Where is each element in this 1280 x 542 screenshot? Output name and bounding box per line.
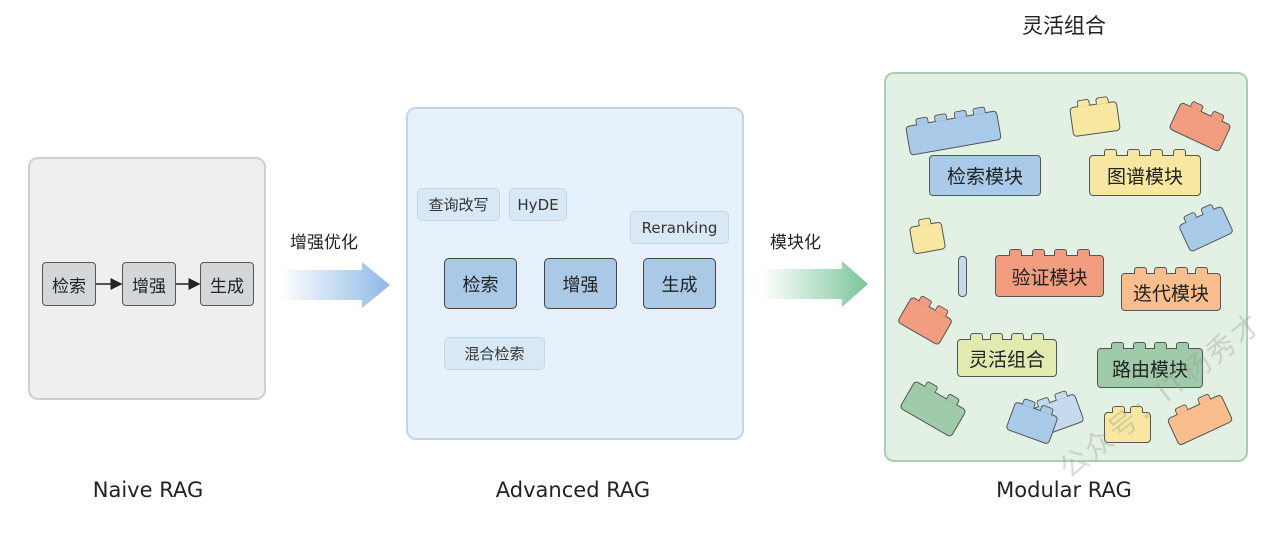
brick-studs — [1105, 406, 1150, 413]
brick-stud — [1110, 342, 1124, 349]
brick-stud — [1054, 249, 1068, 256]
adv-step-augment: 增强 — [544, 258, 617, 309]
naive-step-retrieve: 检索 — [42, 262, 96, 306]
brick-stud — [1031, 333, 1045, 340]
brick-stud — [952, 109, 967, 119]
brick-stud — [1133, 267, 1147, 274]
module-label: 检索模块 — [946, 166, 1023, 188]
naive-step-augment: 增强 — [122, 262, 176, 306]
brick-stud — [1132, 342, 1146, 349]
brick-stud — [1031, 249, 1045, 256]
brick-stud — [915, 116, 930, 126]
brick-stud — [1111, 406, 1125, 413]
brick-stud — [1076, 98, 1090, 108]
naive-step-generate: 生成 — [200, 262, 254, 306]
tag-hyde: HyDE — [509, 188, 567, 221]
module-label: 验证模块 — [1011, 266, 1088, 289]
brick-studs — [1098, 342, 1202, 349]
module-label: 图谱模块 — [1106, 166, 1183, 188]
adv-step-generate: 生成 — [643, 258, 716, 309]
brick-stud — [1176, 342, 1190, 349]
brick-stud — [1009, 249, 1023, 256]
brick-stud — [1010, 333, 1024, 340]
decor-brick-vertical — [958, 256, 967, 297]
tag-hybrid-search: 混合检索 — [444, 337, 545, 370]
module-verification: 验证模块 — [995, 249, 1104, 297]
module-flexible-combo: 灵活组合 — [957, 333, 1057, 377]
brick-studs — [1090, 149, 1200, 156]
enhance-arrow — [280, 262, 390, 308]
decor-brick-yellow-bottom — [1104, 406, 1151, 443]
brick-stud — [1154, 267, 1168, 274]
brick-stud — [1103, 149, 1117, 156]
tag-reranking: Reranking — [630, 211, 729, 244]
brick-stud — [917, 217, 932, 227]
adv-step-retrieve: 检索 — [444, 258, 517, 309]
brick-stud — [990, 333, 1004, 340]
modular-caption: Modular RAG — [996, 478, 1132, 502]
module-label: 迭代模块 — [1132, 282, 1209, 305]
module-retrieval: 检索模块 — [929, 155, 1041, 196]
brick-studs — [958, 333, 1056, 340]
module-label: 路由模块 — [1111, 358, 1188, 381]
tag-query-rewrite: 查询改写 — [417, 188, 500, 221]
brick-stud — [1076, 249, 1090, 256]
brick-stud — [1130, 406, 1144, 413]
module-graph: 图谱模块 — [1089, 149, 1201, 196]
brick-studs — [996, 249, 1103, 256]
module-label: 灵活组合 — [968, 348, 1045, 371]
brick-stud — [1154, 342, 1168, 349]
modularize-label: 模块化 — [770, 233, 821, 253]
brick-stud — [1126, 149, 1140, 156]
top-title: 灵活组合 — [1022, 14, 1106, 38]
brick-stud — [971, 106, 986, 116]
brick-stud — [1174, 267, 1188, 274]
module-routing: 路由模块 — [1097, 342, 1203, 388]
brick-stud — [969, 333, 983, 340]
naive-caption: Naive RAG — [92, 478, 204, 502]
enhance-label: 增强优化 — [290, 233, 358, 253]
brick-studs — [1122, 267, 1220, 274]
brick-stud — [934, 112, 949, 123]
brick-stud — [1150, 149, 1164, 156]
decor-brick-yellow-small — [908, 217, 947, 255]
module-iteration: 迭代模块 — [1121, 267, 1221, 311]
advanced-caption: Advanced RAG — [495, 478, 651, 502]
brick-stud — [1195, 267, 1209, 274]
modularize-arrow — [762, 261, 868, 307]
brick-stud — [1173, 149, 1187, 156]
brick-stud — [1095, 95, 1110, 105]
